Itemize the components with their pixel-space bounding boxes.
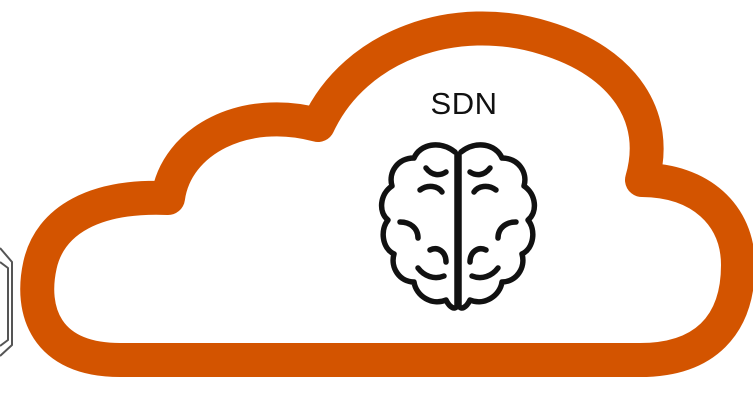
brain-icon xyxy=(378,142,538,311)
sdn-label: SDN xyxy=(430,86,498,121)
cube-icon xyxy=(0,247,13,357)
sdn-cloud xyxy=(20,11,753,377)
